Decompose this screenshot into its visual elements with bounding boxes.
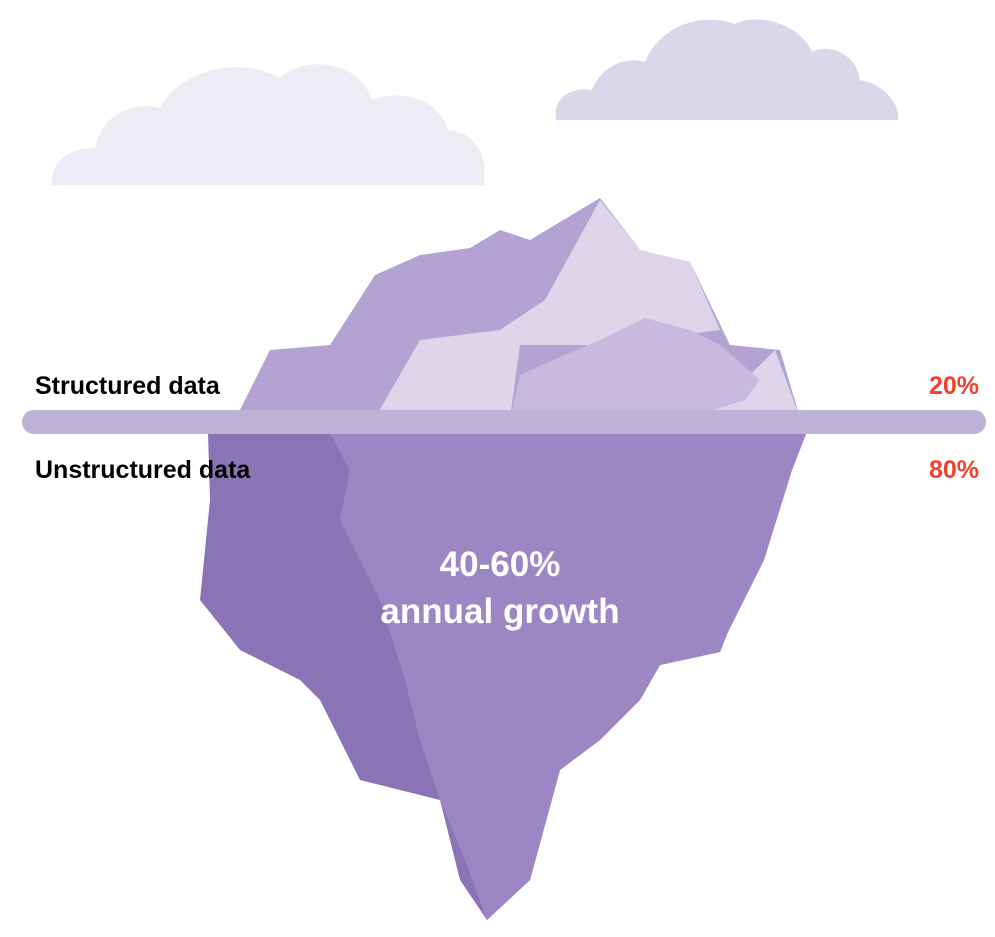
growth-caption: annual growth — [380, 592, 620, 631]
iceberg-tip — [236, 198, 800, 418]
cloud-right-icon — [555, 19, 899, 120]
growth-annotation: 40-60% annual growth — [330, 541, 670, 635]
waterline — [22, 410, 986, 434]
growth-rate: 40-60% — [439, 545, 561, 584]
structured-data-label: Structured data — [35, 372, 220, 400]
unstructured-data-label: Unstructured data — [35, 456, 251, 484]
iceberg-underwater — [200, 434, 806, 920]
cloud-left-icon — [51, 64, 485, 185]
unstructured-data-percent: 80% — [928, 456, 979, 484]
structured-data-percent: 20% — [928, 372, 979, 400]
